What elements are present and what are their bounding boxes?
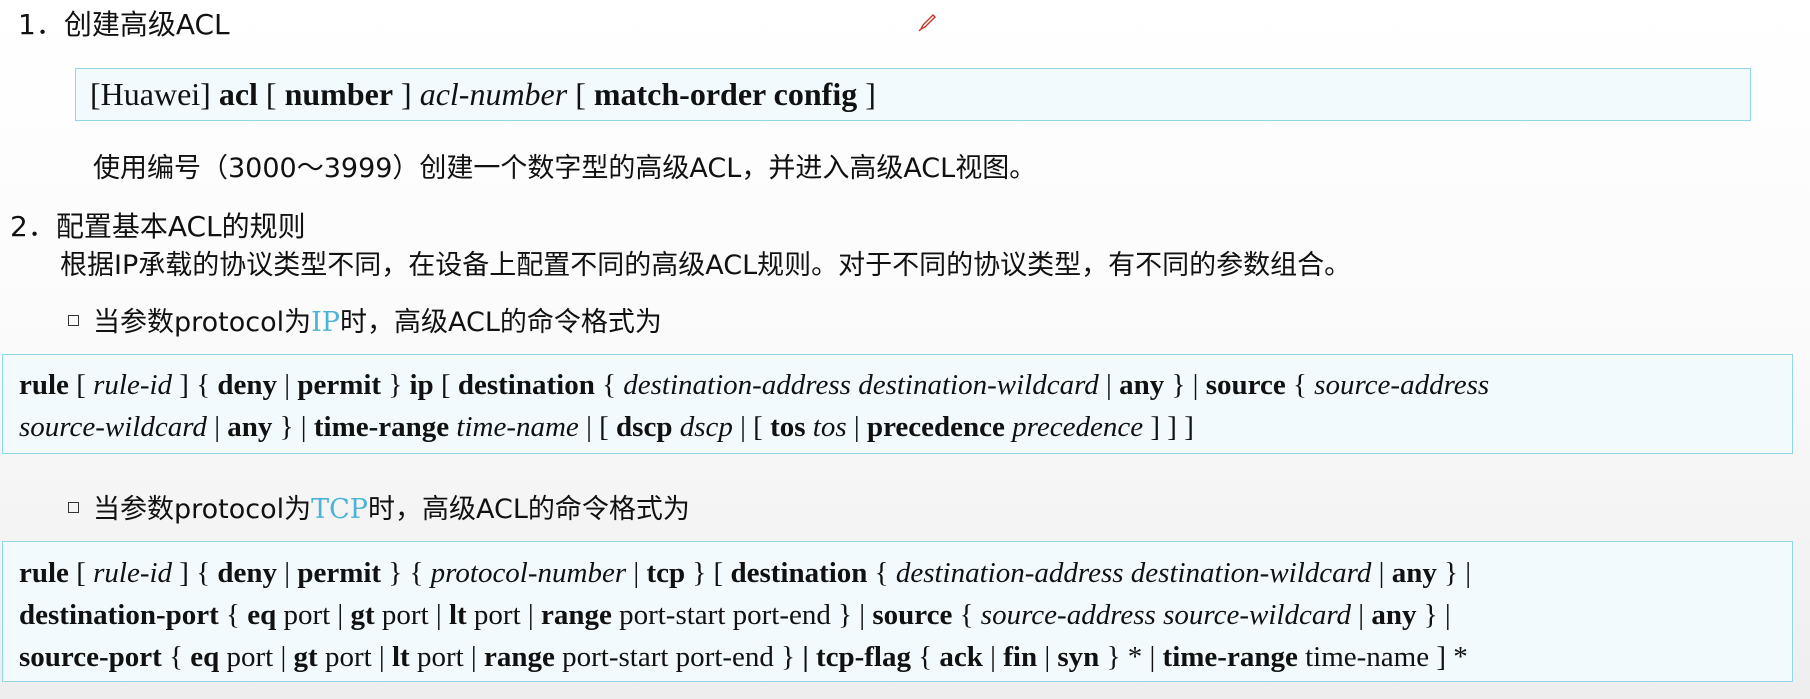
- cmd-keyword-number: number: [284, 76, 394, 112]
- section-2-title: 2．配置基本ACL的规则: [10, 210, 306, 243]
- cmd-prefix: [Huawei]: [90, 76, 211, 112]
- tcp-rule-line-3: source-port { eq port | gt port | lt por…: [19, 641, 1468, 673]
- tcp-rule-line-1: rule [ rule-id ] { deny | permit } { pro…: [19, 557, 1472, 589]
- cmd-bracket: ]: [865, 76, 876, 112]
- bullet-square-icon: [68, 502, 79, 513]
- ip-heading-accent: IP: [311, 307, 340, 338]
- section-1-title: 1．创建高级ACL: [18, 8, 230, 41]
- tcp-heading-post: 时，高级ACL的命令格式为: [367, 494, 690, 525]
- section-1-description: 使用编号（3000～3999）创建一个数字型的高级ACL，并进入高级ACL视图。: [93, 153, 1037, 184]
- tcp-format-heading: 当参数protocol为TCP时，高级ACL的命令格式为: [68, 493, 690, 527]
- cmd-param-acl-number: acl-number: [419, 76, 568, 112]
- ip-format-heading: 当参数protocol为IP时，高级ACL的命令格式为: [68, 306, 662, 340]
- tcp-heading-accent: TCP: [311, 494, 368, 525]
- pen-icon: [918, 14, 936, 32]
- cmd-bracket: [: [265, 76, 277, 112]
- cmd-bracket: [: [575, 76, 586, 112]
- tcp-rule-line-2: destination-port { eq port | gt port | l…: [19, 599, 1451, 631]
- ip-rule-line-1: rule [ rule-id ] { deny | permit } ip [ …: [19, 369, 1490, 401]
- cmd-keyword-match-order: match-order config: [593, 76, 858, 112]
- ip-rule-command-box: rule [ rule-id ] { deny | permit } ip [ …: [2, 354, 1793, 454]
- bullet-square-icon: [68, 315, 79, 326]
- cmd-bracket: ]: [401, 76, 412, 112]
- tcp-rule-command-box: rule [ rule-id ] { deny | permit } { pro…: [2, 541, 1793, 682]
- tcp-heading-pre: 当参数protocol为: [93, 494, 312, 525]
- ip-rule-line-2: source-wildcard | any } | time-range tim…: [19, 411, 1194, 443]
- section-2-intro: 根据IP承载的协议类型不同，在设备上配置不同的高级ACL规则。对于不同的协议类型…: [60, 250, 1352, 281]
- ip-heading-post: 时，高级ACL的命令格式为: [339, 307, 662, 338]
- acl-create-command-box: [Huawei] acl [ number ] acl-number [ mat…: [75, 68, 1751, 121]
- ip-heading-pre: 当参数protocol为: [93, 307, 312, 338]
- cmd-keyword-acl: acl: [218, 76, 258, 112]
